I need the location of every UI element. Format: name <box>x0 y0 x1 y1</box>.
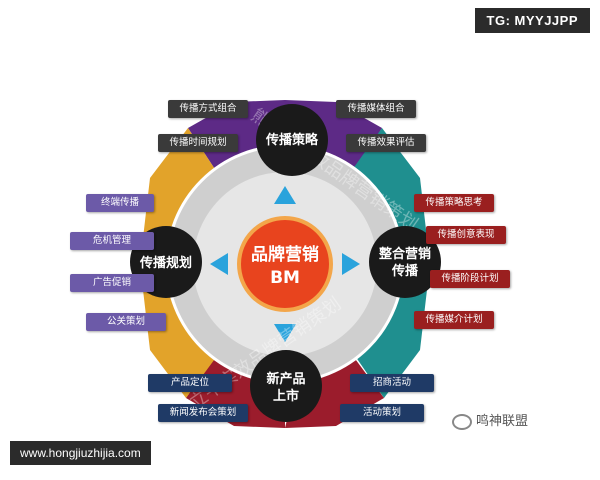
node-right-label-2: 传播 <box>391 263 419 279</box>
label-bottom-left-2: 新闻发布会策划 <box>158 404 248 422</box>
label-right-2: 传播创意表现 <box>426 226 506 244</box>
label-top-left-1: 传播方式组合 <box>168 100 248 118</box>
label-bottom-right-2: 活动策划 <box>340 404 424 422</box>
node-right <box>369 226 441 298</box>
arrows <box>210 186 360 342</box>
arrow-up <box>274 186 296 204</box>
label-left-3: 广告促销 <box>70 274 154 292</box>
wechat-attribution: 鸣神联盟 <box>452 410 528 430</box>
center-subtitle: BM <box>270 268 300 288</box>
node-left-label: 传播规划 <box>139 255 192 271</box>
label-left-2: 危机管理 <box>70 232 154 250</box>
bottom-url: www.hongjiuzhijia.com <box>10 441 151 465</box>
node-bottom <box>250 350 322 422</box>
corner-tag: TG: MYYJJPP <box>474 8 590 33</box>
label-top-left-2: 传播时间规划 <box>158 134 238 152</box>
node-right-label-1: 整合营销 <box>378 246 431 262</box>
label-bottom-right-1: 招商活动 <box>350 374 434 392</box>
label-left-1: 终端传播 <box>86 194 154 212</box>
node-top-label: 传播策略 <box>265 132 319 148</box>
label-right-3: 传播阶段计划 <box>430 270 510 288</box>
arrow-down <box>274 324 296 342</box>
arrow-left <box>210 253 228 275</box>
label-right-1: 传播策略思考 <box>414 194 494 212</box>
arrow-right <box>342 253 360 275</box>
node-bottom-label-1: 新产品 <box>266 371 305 387</box>
node-bottom-label-2: 上市 <box>273 388 299 404</box>
label-top-right-2: 传播效果评估 <box>346 134 426 152</box>
center-title: 品牌营销 <box>251 244 319 265</box>
node-top <box>256 104 328 176</box>
wechat-label: 鸣神联盟 <box>476 414 529 429</box>
wechat-icon <box>452 413 472 430</box>
label-top-right-1: 传播媒体组合 <box>336 100 416 118</box>
label-left-4: 公关策划 <box>86 313 166 331</box>
label-bottom-left-1: 产品定位 <box>148 374 232 392</box>
label-right-4: 传播媒介计划 <box>414 311 494 329</box>
center-circle <box>237 216 333 312</box>
